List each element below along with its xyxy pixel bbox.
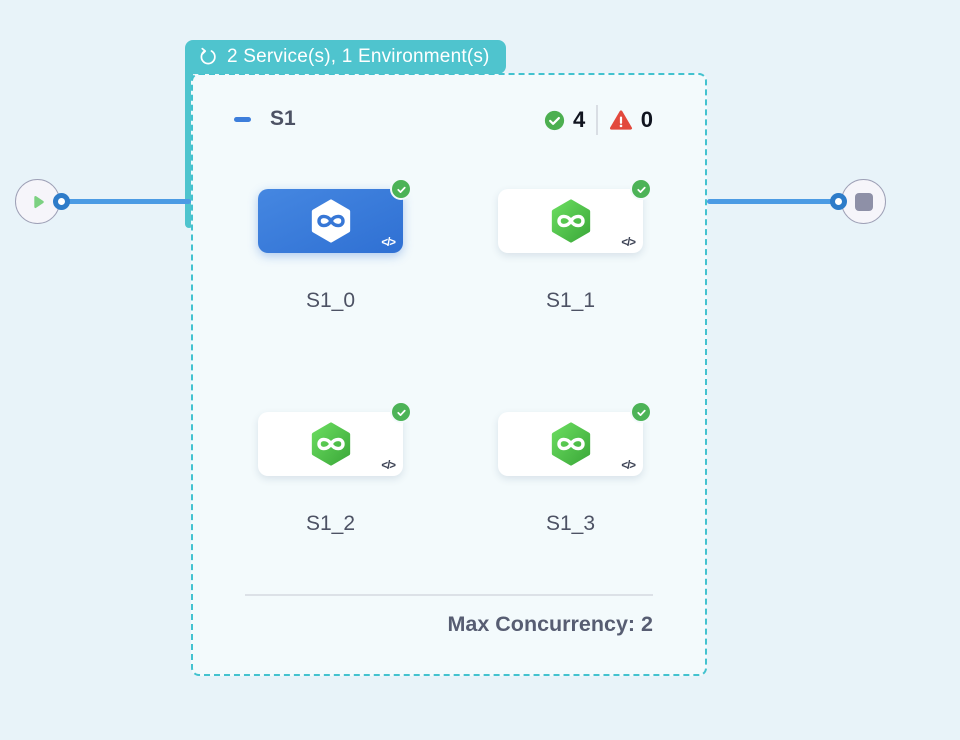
- service-label: S1_2: [305, 512, 356, 535]
- service-card-s1-3[interactable]: </>: [498, 401, 652, 476]
- stage-summary-label: 2 Service(s), 1 Environment(s): [227, 46, 490, 67]
- error-count: 0: [640, 107, 653, 132]
- service-card-s1-0[interactable]: </>: [258, 178, 412, 253]
- service-label: S1_1: [545, 289, 596, 312]
- stop-connector-port[interactable]: [830, 193, 847, 210]
- success-count: 4: [573, 107, 586, 132]
- stage-container: [191, 73, 707, 676]
- success-check-icon: [390, 401, 412, 423]
- code-icon: </>: [621, 460, 636, 472]
- harness-service-logo-icon: [311, 199, 350, 243]
- service-cell: </> S1_2: [258, 401, 412, 536]
- edge-stage-to-stop: [707, 199, 838, 204]
- pipeline-start-node[interactable]: [15, 179, 60, 224]
- stage-status-cluster: 4 0: [450, 103, 653, 137]
- service-cell: </> S1_3: [498, 401, 652, 536]
- service-cell: </> S1_0: [258, 178, 412, 313]
- loop-icon: [200, 47, 216, 65]
- edge-start-to-stage: [60, 199, 191, 204]
- harness-service-logo-icon: [551, 199, 590, 243]
- service-card-s1-1[interactable]: </>: [498, 178, 652, 253]
- service-cell: </> S1_1: [498, 178, 652, 313]
- stage-node-tail: [185, 56, 193, 228]
- footer-divider: [245, 594, 653, 596]
- play-icon: [33, 195, 44, 208]
- code-icon: </>: [381, 237, 396, 249]
- success-check-icon: [390, 178, 412, 200]
- harness-service-logo-icon: [311, 422, 350, 466]
- service-label: S1_3: [545, 512, 596, 535]
- collapse-stage-button[interactable]: [234, 117, 251, 122]
- success-count-icon: [544, 110, 565, 130]
- code-icon: </>: [621, 237, 636, 249]
- start-connector-port[interactable]: [53, 193, 70, 210]
- pipeline-stop-node[interactable]: [841, 179, 886, 224]
- status-divider: [596, 105, 598, 135]
- harness-service-logo-icon: [551, 422, 590, 466]
- stage-summary-badge[interactable]: 2 Service(s), 1 Environment(s): [185, 40, 506, 74]
- error-count-icon: [609, 109, 632, 130]
- code-icon: </>: [381, 460, 396, 472]
- service-label: S1_0: [305, 289, 356, 312]
- max-concurrency-label: Max Concurrency: 2: [447, 612, 653, 636]
- stop-icon: [854, 192, 873, 211]
- stage-name: S1: [270, 107, 296, 130]
- service-card-s1-2[interactable]: </>: [258, 401, 412, 476]
- success-check-icon: [630, 401, 652, 423]
- success-check-icon: [630, 178, 652, 200]
